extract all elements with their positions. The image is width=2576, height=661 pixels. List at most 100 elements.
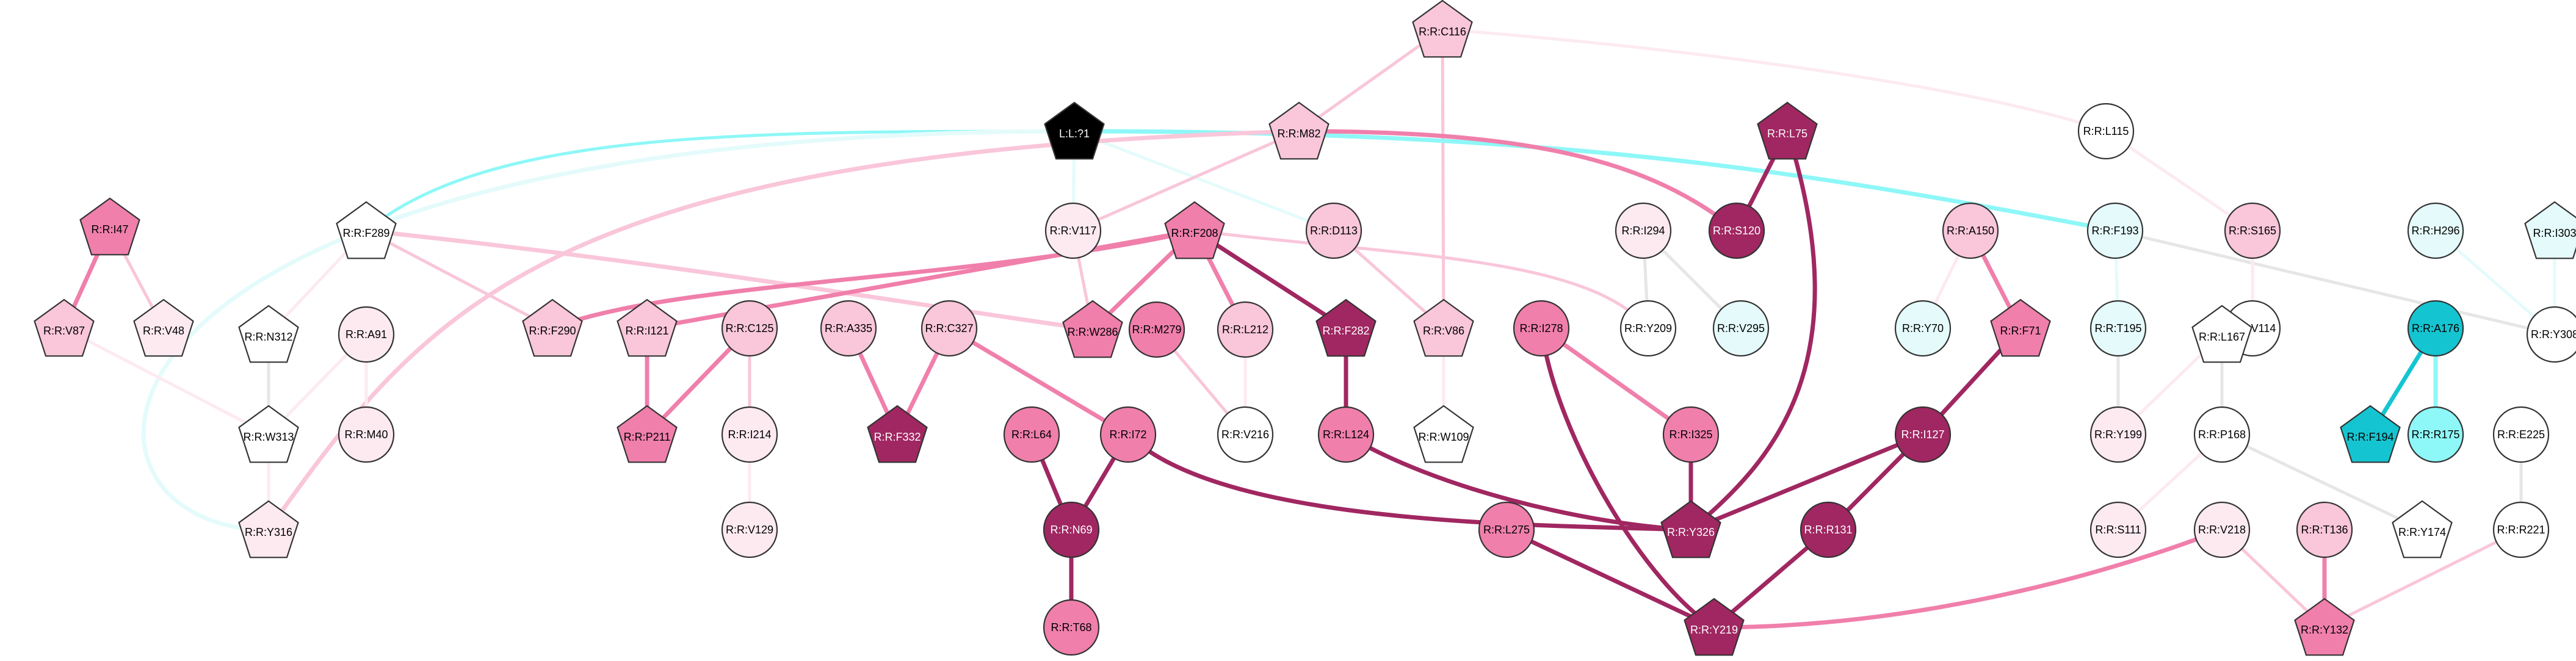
node-shape-r-r-w109 (1413, 405, 1474, 463)
node-shape-r-r-y132 (2294, 598, 2355, 656)
node-label-r-r-a176: R:R:A176 (2412, 322, 2459, 334)
node-r-r-f193: R:R:F193 (2086, 202, 2144, 259)
node-shape-r-r-y174 (2392, 500, 2453, 558)
node-r-r-v295: R:R:V295 (1712, 300, 1770, 357)
node-shape-r-r-l167 (2191, 305, 2252, 363)
node-r-r-e225: R:R:E225 (2492, 406, 2550, 463)
edge-l-l-1-to-r-r-y316 (141, 129, 1077, 532)
node-label-r-r-v129: R:R:V129 (726, 524, 773, 536)
node-r-r-y199: R:R:Y199 (2089, 406, 2147, 463)
node-r-r-n312: R:R:N312 (238, 305, 299, 363)
node-shape-r-r-y199 (2089, 406, 2147, 463)
edge-r-r-c116-to-r-r-v86 (1441, 27, 1445, 330)
node-shape-r-r-p168 (2193, 406, 2251, 463)
node-r-r-w313: R:R:W313 (238, 405, 299, 463)
node-r-r-t68: R:R:T68 (1043, 599, 1100, 656)
node-label-r-r-y219: R:R:Y219 (1690, 624, 1738, 636)
node-label-r-r-r131: R:R:R131 (1804, 524, 1852, 536)
node-r-r-a176: R:R:A176 (2407, 300, 2464, 357)
node-label-r-r-s165: R:R:S165 (2229, 225, 2276, 237)
edge-l-l-1-to-r-r-f289 (364, 129, 1076, 233)
node-label-r-r-p211: R:R:P211 (624, 431, 671, 443)
node-r-r-v87: R:R:V87 (34, 298, 95, 357)
node-label-r-r-y316: R:R:Y316 (245, 526, 292, 538)
node-r-r-y174: R:R:Y174 (2392, 500, 2453, 558)
node-shape-r-r-i278 (1513, 300, 1570, 357)
node-label-r-r-f332: R:R:F332 (874, 431, 921, 443)
node-r-r-y70: R:R:Y70 (1894, 300, 1952, 357)
node-shape-r-r-y70 (1894, 300, 1952, 357)
node-label-r-r-w313: R:R:W313 (243, 431, 294, 443)
node-l-l-1: L:L:?1 (1044, 101, 1105, 160)
node-label-r-r-v117: R:R:V117 (1050, 225, 1097, 237)
node-label-r-r-i294: R:R:I294 (1621, 225, 1665, 237)
edge-r-r-i278-to-r-r-i325 (1539, 326, 1693, 437)
node-label-r-r-s120: R:R:S120 (1713, 225, 1760, 237)
edge-r-r-f193-to-r-r-y308 (2113, 229, 2556, 336)
node-label-r-r-a335: R:R:A335 (825, 322, 872, 334)
node-r-r-v129: R:R:V129 (721, 501, 778, 558)
node-label-r-r-v48: R:R:V48 (143, 325, 184, 337)
node-r-r-f71: R:R:F71 (1990, 298, 2051, 357)
node-shape-r-r-a335 (820, 300, 877, 357)
node-r-r-i72: R:R:I72 (1099, 406, 1157, 463)
edge-r-r-v87-to-r-r-w313 (62, 327, 270, 436)
node-shape-r-r-y209 (1619, 300, 1677, 357)
node-r-r-i47: R:R:I47 (79, 197, 140, 256)
node-label-r-r-a150: R:R:A150 (1947, 225, 1994, 237)
node-r-r-a91: R:R:A91 (338, 306, 395, 363)
node-shape-r-r-r175 (2407, 406, 2464, 463)
node-shape-r-r-t195 (2089, 300, 2147, 357)
node-shape-r-r-v117 (1044, 202, 1102, 259)
node-r-r-a150: R:R:A150 (1942, 202, 1999, 259)
node-r-r-y132: R:R:Y132 (2294, 598, 2355, 656)
node-shape-r-r-a176 (2407, 300, 2464, 357)
node-shape-r-r-n312 (238, 305, 299, 363)
node-r-r-p211: R:R:P211 (617, 405, 678, 463)
node-r-r-w286: R:R:W286 (1062, 300, 1123, 358)
node-shape-r-r-v218 (2193, 501, 2251, 558)
node-shape-r-r-i303 (2524, 201, 2576, 259)
edge-l-l-1-to-r-r-d113 (1073, 129, 1336, 233)
node-label-r-r-y132: R:R:Y132 (2301, 624, 2348, 636)
node-shape-r-r-s120 (1708, 202, 1765, 259)
node-r-r-r131: R:R:R131 (1800, 501, 1857, 558)
node-shape-r-r-y316 (238, 500, 299, 558)
node-shape-r-r-f282 (1315, 298, 1377, 357)
node-shape-r-r-f193 (2086, 202, 2144, 259)
node-label-r-r-y209: R:R:Y209 (1624, 322, 1672, 334)
node-shape-r-r-f71 (1990, 298, 2051, 357)
node-shape-r-r-m82 (1268, 101, 1330, 160)
node-label-r-r-d113: R:R:D113 (1310, 225, 1358, 237)
node-shape-r-r-i214 (721, 406, 778, 463)
node-r-r-f289: R:R:F289 (336, 201, 397, 259)
node-r-r-y316: R:R:Y316 (238, 500, 299, 558)
node-shape-r-r-m40 (338, 406, 395, 463)
node-label-r-r-y174: R:R:Y174 (2398, 526, 2446, 538)
edge-r-r-i278-to-r-r-y219 (1539, 326, 1717, 630)
node-label-r-r-e225: R:R:E225 (2497, 428, 2545, 441)
node-r-r-i278: R:R:I278 (1513, 300, 1570, 357)
node-label-l-l-1: L:L:?1 (1059, 128, 1090, 140)
node-r-r-l212: R:R:L212 (1217, 301, 1274, 358)
node-shape-r-r-y308 (2526, 306, 2576, 363)
node-label-r-r-c125: R:R:C125 (725, 322, 773, 334)
edge-r-r-f289-to-r-r-w286 (364, 228, 1095, 332)
node-shape-r-r-h296 (2407, 202, 2464, 259)
node-shape-r-r-l124 (1317, 406, 1375, 463)
node-label-r-r-t195: R:R:T195 (2094, 322, 2141, 334)
node-label-r-r-l275: R:R:L275 (1483, 524, 1530, 536)
node-label-r-r-p168: R:R:P168 (2198, 428, 2246, 441)
node-label-r-r-l124: R:R:L124 (1323, 428, 1369, 441)
node-r-r-i303: R:R:I303 (2524, 201, 2576, 259)
node-label-r-r-y199: R:R:Y199 (2094, 428, 2142, 441)
node-r-r-m279: R:R:M279 (1128, 301, 1185, 358)
node-r-r-v218: R:R:V218 (2193, 501, 2251, 558)
node-label-r-r-w109: R:R:W109 (1418, 431, 1469, 443)
node-shape-r-r-f332 (867, 405, 928, 463)
node-r-r-y219: R:R:Y219 (1684, 598, 1745, 656)
node-r-r-v117: R:R:V117 (1044, 202, 1102, 259)
node-label-r-r-t136: R:R:T136 (2301, 524, 2348, 536)
node-label-r-r-y308: R:R:Y308 (2531, 328, 2576, 341)
